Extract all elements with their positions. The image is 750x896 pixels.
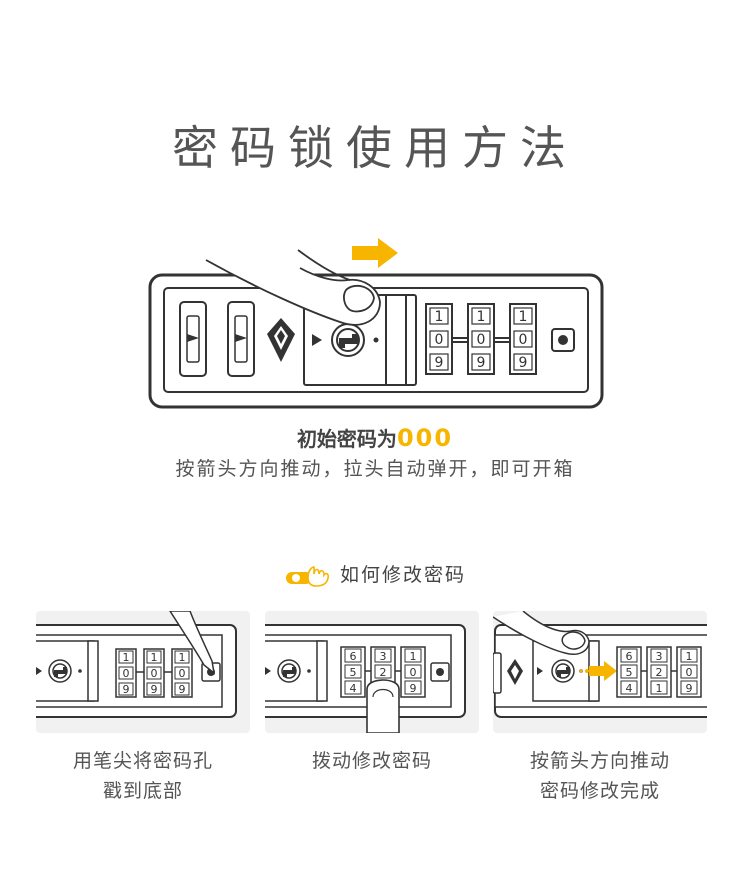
dial-digit: 6: [626, 650, 633, 663]
step-2-line-1: 拨动修改密码: [311, 750, 432, 772]
toggle-hand-icon: [285, 565, 329, 587]
dial-digit: 9: [123, 683, 130, 696]
step-3-label: 按箭头方向推动 密码修改完成: [485, 746, 715, 806]
dial-digit: 3: [656, 650, 663, 663]
dial-digit: 2: [380, 666, 387, 679]
open-instruction: 按箭头方向推动，拉头自动弹开，即可开箱: [175, 458, 575, 480]
reset-hole-icon: [551, 328, 575, 352]
dial-digit: 1: [151, 651, 158, 664]
lock-main-illustration: 1 0 9 1 0 9 1 0 9: [148, 238, 604, 409]
dial-digit: 3: [380, 650, 387, 663]
dial-digit: 4: [626, 682, 633, 695]
section-heading: 如何修改密码: [0, 560, 750, 588]
initial-code-label: 初始密码为: [296, 427, 397, 451]
dial-digit: 9: [179, 683, 186, 696]
combination-dials: 1 0 9 1 0 9 1 0 9: [425, 303, 537, 375]
tsa-diamond-logo: [267, 318, 295, 362]
section-title: 如何修改密码: [339, 564, 466, 586]
initial-code-caption: 初始密码为000: [0, 423, 750, 452]
dial-digit: 1: [656, 682, 663, 695]
dial-digit: 1: [519, 309, 528, 325]
dial-digit: 9: [410, 682, 417, 695]
dial-digit: 0: [477, 332, 486, 348]
dial-digit: 9: [686, 682, 693, 695]
finger-icon: [205, 249, 381, 326]
step-2-label: 拨动修改密码: [257, 746, 487, 776]
push-arrow-icon: [352, 238, 398, 268]
dial-digit: 1: [435, 309, 444, 325]
step-3-panel: 6 5 4 3 2 1 1 0 9: [493, 611, 707, 733]
pen-tip-icon: [169, 611, 216, 675]
step-3-line-2: 密码修改完成: [539, 780, 660, 802]
step-1-line-1: 用笔尖将密码孔: [72, 750, 213, 772]
dial-digit: 1: [123, 651, 130, 664]
tsa-slot-icon: [179, 301, 255, 377]
dial-digit: 1: [477, 309, 486, 325]
dial-digit: 1: [686, 650, 693, 663]
step-1-line-2: 戳到底部: [102, 780, 183, 802]
dial-digit: 9: [151, 683, 158, 696]
dial-digit: 1: [410, 650, 417, 663]
initial-code-value: 000: [396, 424, 454, 452]
dial-digit: 9: [435, 355, 444, 371]
step-1-panel: 1 0 9 1 0 9 1 0 9: [36, 611, 250, 733]
step-1-label: 用笔尖将密码孔 戳到底部: [28, 746, 258, 806]
tsa-diamond-logo: [507, 659, 523, 685]
dial-digit: 9: [519, 355, 528, 371]
step-2-panel: 6 5 4 3 2 1 0 9: [265, 611, 479, 733]
dial-digit: 6: [350, 650, 357, 663]
dial-digit: 0: [179, 667, 186, 680]
step-3-line-1: 按箭头方向推动: [529, 750, 670, 772]
dial-digit: 9: [477, 355, 486, 371]
push-arrow-icon: [579, 661, 617, 681]
dial-digit: 0: [151, 667, 158, 680]
dial-digit: 0: [686, 666, 693, 679]
dial-digit: 0: [435, 332, 444, 348]
dial-digit: 0: [123, 667, 130, 680]
dial-digit: 4: [350, 682, 357, 695]
page-title: 密码锁使用方法: [172, 121, 578, 175]
thumb-icon: [366, 679, 400, 733]
dial-digit: 0: [519, 332, 528, 348]
finger-icon: [493, 611, 590, 655]
direction-arrow-icon: [312, 334, 322, 346]
dial-digit: 2: [656, 666, 663, 679]
dial-digit: 0: [410, 666, 417, 679]
dial-digit: 5: [626, 666, 633, 679]
dial-digit: 5: [350, 666, 357, 679]
dial-digit: 1: [179, 651, 186, 664]
keyhole-icon: [331, 323, 365, 357]
